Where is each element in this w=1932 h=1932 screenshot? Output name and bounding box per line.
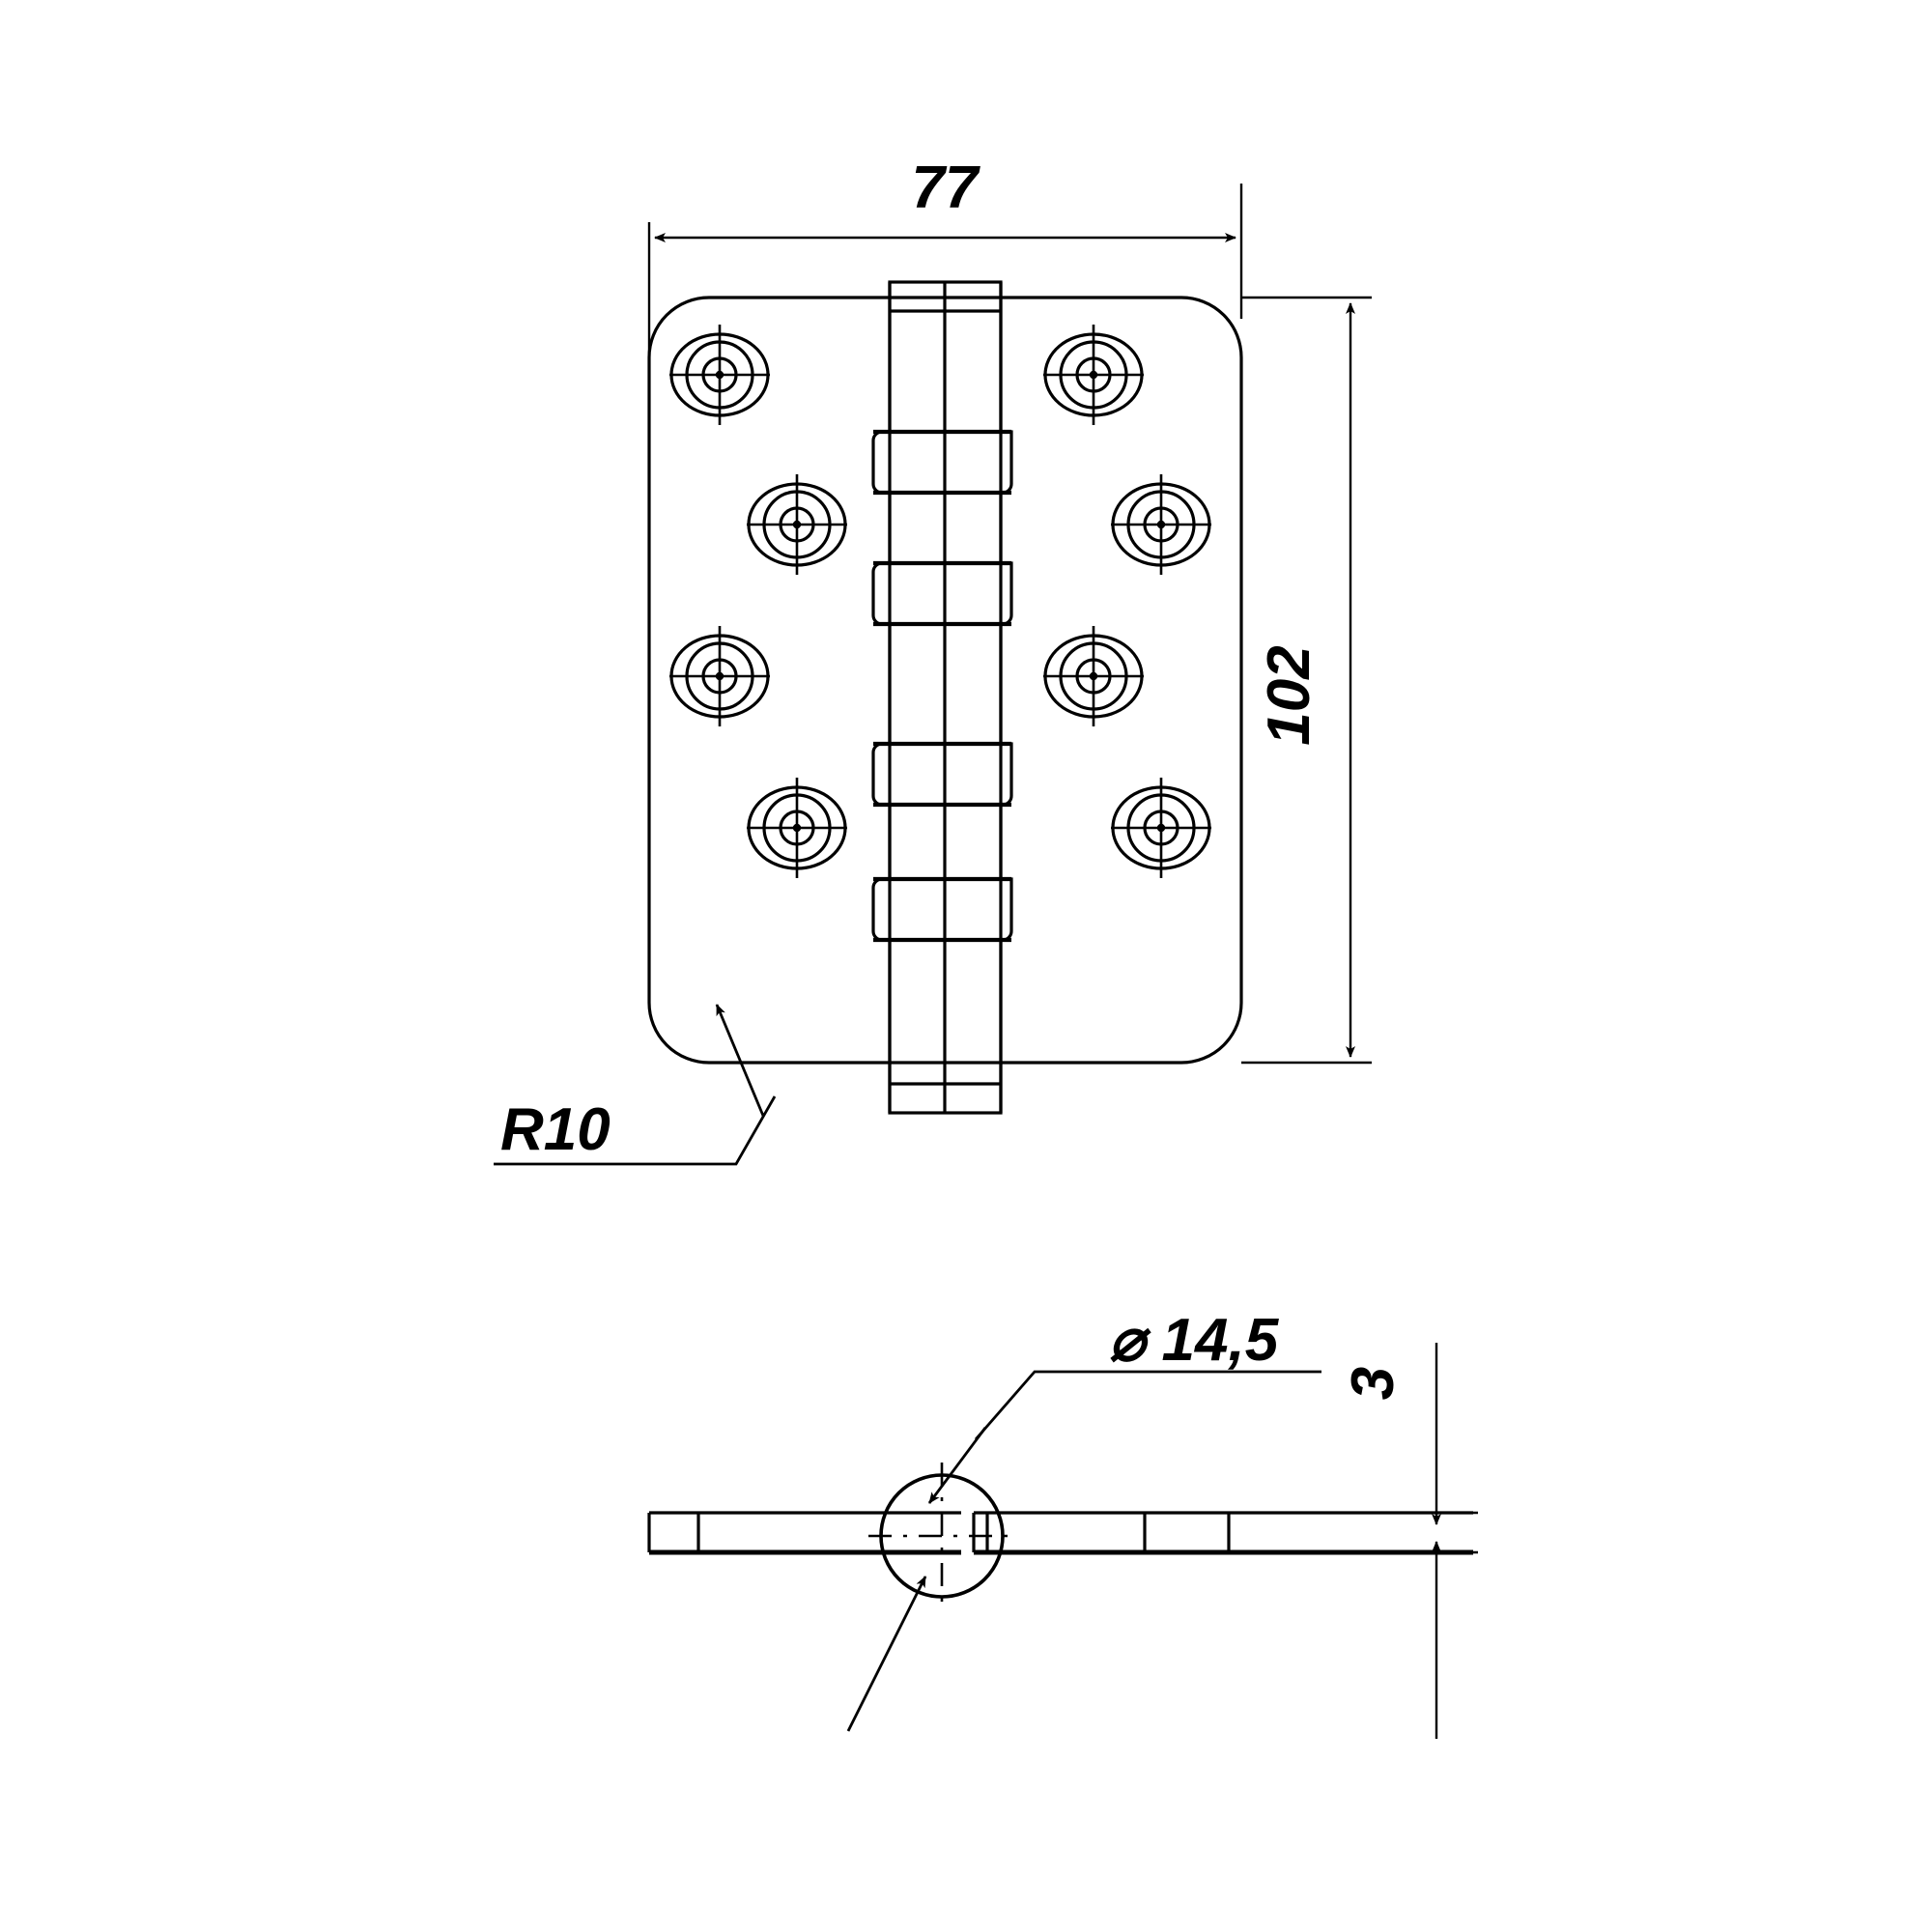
screw-hole xyxy=(747,474,847,575)
dimension-label-barrel-diameter: ⌀ 14,5 xyxy=(1109,1307,1280,1374)
bearing-ring-3-right xyxy=(1002,742,1013,807)
dimension-height-102 xyxy=(1241,296,1372,1065)
leader-diameter xyxy=(846,1370,1321,1732)
side-view xyxy=(647,1343,1478,1739)
bearing-ring-1-right xyxy=(1002,430,1013,495)
dimension-label-height: 102 xyxy=(1256,645,1322,745)
screw-hole xyxy=(1043,626,1144,726)
hinge-leaf-outline xyxy=(647,296,1243,1065)
dimension-thickness-3 xyxy=(1406,1343,1478,1739)
leader-line-upper xyxy=(974,1370,1321,1440)
screw-hole xyxy=(1043,325,1144,425)
screw-hole xyxy=(747,778,847,878)
bearing-ring-2-right xyxy=(1002,561,1013,626)
front-view xyxy=(494,184,1372,1166)
leader-r10 xyxy=(494,1004,777,1166)
screw-hole xyxy=(1111,474,1211,575)
bearing-ring-4-right xyxy=(1002,877,1013,942)
hinge-knuckle-assembly xyxy=(871,280,1013,1121)
leaf-profile xyxy=(647,296,1243,1065)
leader-line xyxy=(494,1095,777,1166)
dimension-label-width: 77 xyxy=(912,155,980,221)
side-view-leaf-plates xyxy=(647,1511,1473,1555)
side-view-barrel xyxy=(868,1463,1015,1609)
screw-hole xyxy=(669,325,770,425)
dimension-width-77 xyxy=(647,184,1243,386)
leader-arrow-upper xyxy=(927,1427,987,1504)
leader-arrow-lower xyxy=(846,1576,927,1732)
leader-arrow xyxy=(715,1004,765,1117)
dimension-label-corner-radius: R10 xyxy=(500,1096,611,1163)
screw-hole-group xyxy=(669,325,1211,878)
dimension-label-thickness: 3 xyxy=(1340,1367,1406,1400)
screw-hole xyxy=(1111,778,1211,878)
screw-hole xyxy=(669,626,770,726)
